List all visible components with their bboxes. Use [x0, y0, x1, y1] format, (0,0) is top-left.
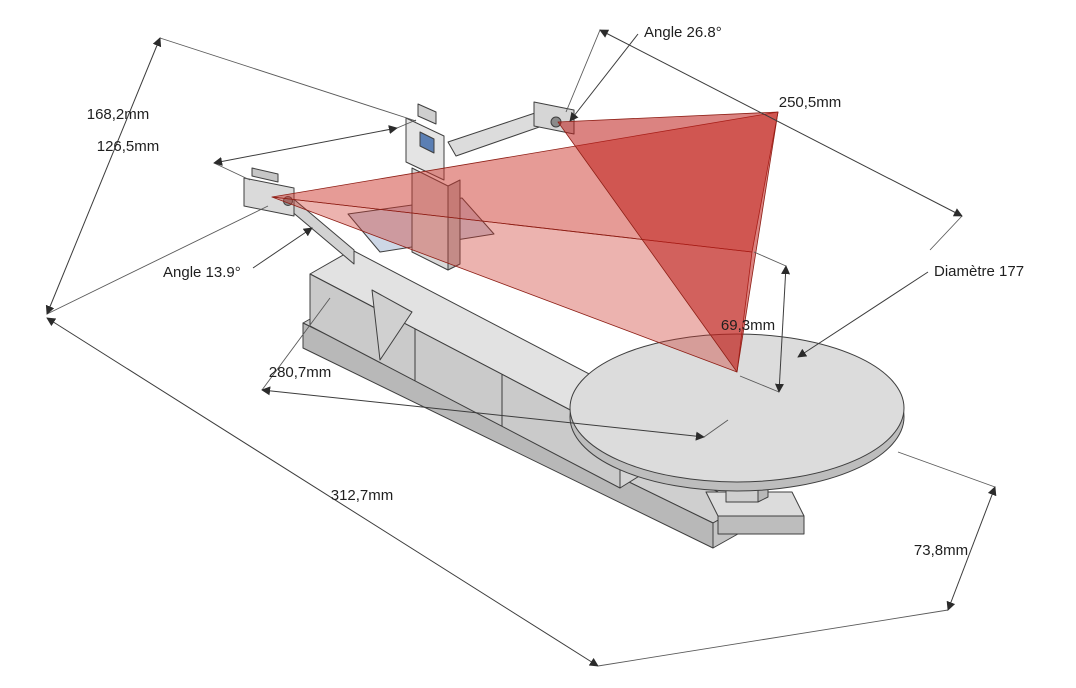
annotations: Angle 26.8° 250,5mm 168,2mm 126,5mm Angl… — [87, 24, 1024, 559]
label-length-base: 312,7mm — [331, 487, 394, 504]
turntable-foot-front — [717, 515, 805, 535]
emitter-body — [243, 177, 295, 217]
label-diameter: Diamètre 177 — [934, 263, 1024, 280]
label-angle-side: Angle 13.9° — [163, 264, 241, 281]
ext-69-bottom — [739, 375, 780, 393]
label-offset-left: 126,5mm — [97, 138, 160, 155]
label-depth-mid: 280,7mm — [269, 364, 332, 381]
ext-69-top — [753, 251, 787, 267]
dim-line-250 — [599, 29, 963, 217]
dim-line-168 — [45, 37, 162, 315]
dim-line-69 — [774, 265, 791, 393]
ext-boundary-bottom-right — [597, 609, 949, 667]
leader-angle-top — [569, 33, 639, 122]
label-height-left: 168,2mm — [87, 106, 150, 123]
label-width-top-right: 250,5mm — [779, 94, 842, 111]
dimension-lines — [45, 29, 997, 667]
ext-height-top — [159, 37, 417, 122]
ext-250-left — [565, 29, 601, 113]
ext-height-bottom — [46, 205, 269, 315]
leader-angle-side — [252, 227, 313, 269]
label-drop-right: 69,3mm — [721, 317, 775, 334]
label-angle-top: Angle 26.8° — [644, 24, 722, 41]
leader-diameter — [797, 271, 929, 358]
dim-line-126 — [213, 125, 398, 166]
ext-73-top — [897, 451, 996, 488]
ext-126-right — [396, 119, 417, 129]
emitter-top — [251, 167, 279, 183]
label-height-bottom-right: 73,8mm — [914, 542, 968, 559]
dim-line-312 — [46, 317, 599, 667]
ext-250-right — [929, 215, 963, 251]
tower-blue-detail — [419, 131, 435, 154]
camera-arm — [447, 111, 549, 157]
ext-126-left — [213, 162, 251, 181]
tower-knob — [417, 103, 437, 125]
dim-line-73 — [946, 486, 997, 611]
ext-280-right — [703, 419, 729, 438]
